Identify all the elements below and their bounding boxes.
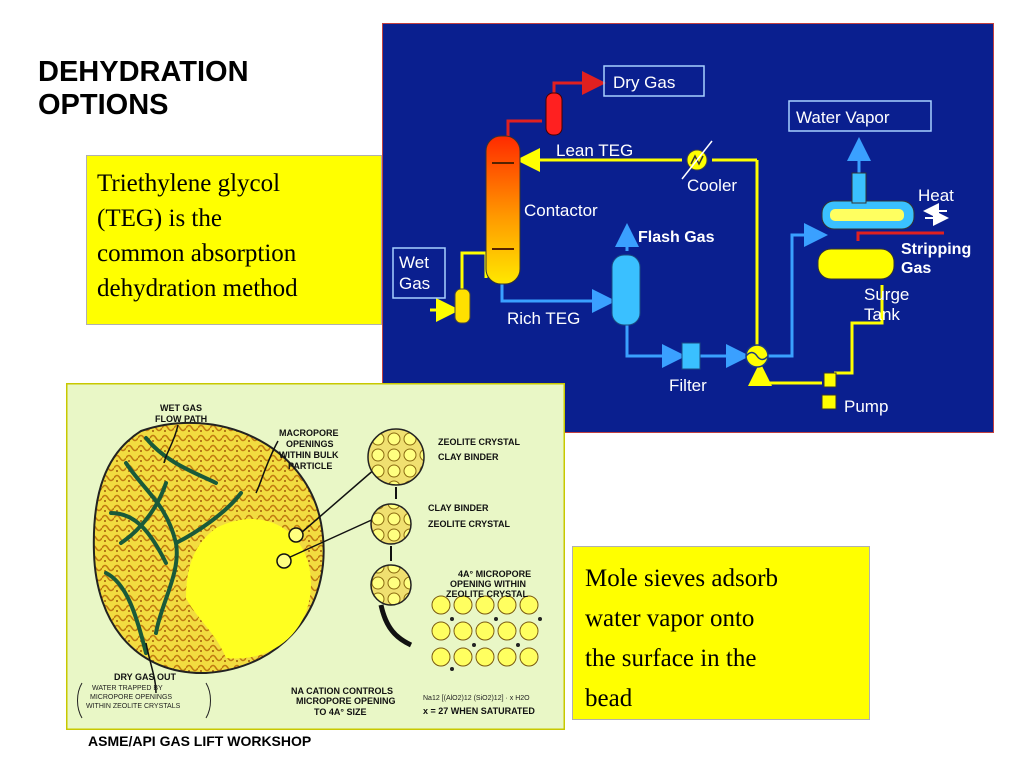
contactor-top-line <box>506 119 542 141</box>
stripping-gas-line <box>856 231 944 241</box>
sieve-text-line-4: bead <box>585 685 633 712</box>
still-column <box>851 172 867 204</box>
zeolite-crystal-label: ZEOLITE CRYSTAL <box>438 437 521 447</box>
lean-teg-label: Lean TEG <box>556 141 633 160</box>
filter-vessel <box>681 342 701 370</box>
heat-label: Heat <box>918 186 954 205</box>
lean-teg-line <box>522 160 759 356</box>
water-trapped-label-1: WATER TRAPPED BY <box>92 685 163 692</box>
dry-gas-out-label: DRY GAS OUT <box>114 672 177 682</box>
micropore-label-1: 4A° MICROPORE <box>458 569 531 579</box>
bead-void <box>186 519 311 659</box>
title-line-2: OPTIONS <box>38 89 169 121</box>
teg-description-box: Triethylene glycol (TEG) is the common a… <box>86 155 382 325</box>
pump-label: Pump <box>844 397 888 416</box>
contactor-label: Contactor <box>524 201 598 220</box>
zeolite-crystal-mid <box>370 503 412 545</box>
micropore-label-2: OPENING WITHIN <box>450 579 526 589</box>
flash-to-filter-line <box>625 323 686 368</box>
zeolite-lattice <box>431 595 539 667</box>
zoom-arrow <box>378 604 413 648</box>
flash-tank <box>611 254 641 326</box>
exchanger-to-regen-line <box>768 223 828 358</box>
surge-tank-label-2: Tank <box>864 305 900 324</box>
water-vapor-box <box>788 100 932 132</box>
stripping-gas-label-1: Stripping <box>901 241 971 258</box>
rich-teg-label: Rich TEG <box>507 309 580 328</box>
teg-flow-diagram: Dry Gas Water Vapor Lean TEG Cooler Heat… <box>382 23 994 433</box>
na-cation-label-2: MICROPORE OPENING <box>296 696 396 706</box>
teg-text-line-1: Triethylene glycol <box>97 170 281 197</box>
molecular-sieve-diagram: WET GAS FLOW PATH MACROPORE OPENINGS WIT… <box>66 383 565 730</box>
zeolite-crystal-low <box>370 564 412 606</box>
sieve-text-line-1: Mole sieves adsorb <box>585 565 779 592</box>
title-line-1: DEHYDRATION <box>38 56 249 88</box>
clay-binder-label: CLAY BINDER <box>438 452 499 462</box>
wet-gas-flow-paths <box>104 436 243 655</box>
inlet-scrubber <box>454 288 471 324</box>
macropore-label-4: PARTICLE <box>288 461 332 471</box>
macropore-marker-2 <box>276 553 292 569</box>
wet-gas-flow-path-label-2: FLOW PATH <box>155 414 207 424</box>
teg-text-line-3: common absorption <box>97 240 297 267</box>
stripping-gas-label-2: Gas <box>901 260 931 277</box>
macropore-label-3: WITHIN BULK <box>279 450 339 460</box>
clay-binder-label-2: CLAY BINDER <box>428 503 489 513</box>
glycol-pump <box>823 372 837 388</box>
sieve-text-line-3: the surface in the <box>585 645 757 672</box>
water-trapped-label-3: WITHIN ZEOLITE CRYSTALS <box>86 703 181 710</box>
sieve-description-box: Mole sieves adsorb water vapor onto the … <box>572 546 870 720</box>
surge-tank-label-1: Surge <box>864 285 909 304</box>
wet-gas-label-2: Gas <box>399 274 430 293</box>
zeolite-crystal-top <box>367 428 425 486</box>
contactor-vessel <box>485 135 521 285</box>
dry-gas-scrubber <box>545 92 563 136</box>
macropore-label-1: MACROPORE <box>279 428 339 438</box>
saturated-label: x = 27 WHEN SATURATED <box>423 706 535 716</box>
macropore-label-2: OPENINGS <box>286 439 334 449</box>
surge-to-pump-line <box>834 285 884 375</box>
flash-gas-label: Flash Gas <box>638 229 715 246</box>
dry-gas-label: Dry Gas <box>613 73 675 92</box>
teg-text-line-4: dehydration method <box>97 275 298 302</box>
na-cation-label-1: NA CATION CONTROLS <box>291 686 393 696</box>
cooler-label: Cooler <box>687 176 737 195</box>
macropore-marker-1 <box>288 527 304 543</box>
na-cation-label-3: TO 4A° SIZE <box>314 707 366 717</box>
dry-gas-box <box>603 65 705 97</box>
footer-text: ASME/API GAS LIFT WORKSHOP <box>88 733 312 749</box>
surge-tank <box>817 248 895 280</box>
pump-to-exchanger-line <box>748 362 822 386</box>
slide-title: DEHYDRATION OPTIONS <box>38 56 249 122</box>
wet-gas-flow-path-label-1: WET GAS <box>160 403 202 413</box>
zeolite-crystal-label-2: ZEOLITE CRYSTAL <box>428 519 511 529</box>
sieve-text-line-2: water vapor onto <box>585 605 755 632</box>
filter-label: Filter <box>669 376 707 395</box>
wet-gas-label-1: Wet <box>399 253 429 272</box>
teg-text-line-2: (TEG) is the <box>97 205 222 232</box>
water-vapor-label: Water Vapor <box>796 108 890 127</box>
micropore-label-3: ZEOLITE CRYSTAL <box>446 589 529 599</box>
water-trapped-label-2: MICROPORE OPENINGS <box>90 694 172 701</box>
formula-label: Na12 [(AlO2)12 (SiO2)12] · x H2O <box>423 695 530 702</box>
wet-gas-box <box>392 247 446 299</box>
